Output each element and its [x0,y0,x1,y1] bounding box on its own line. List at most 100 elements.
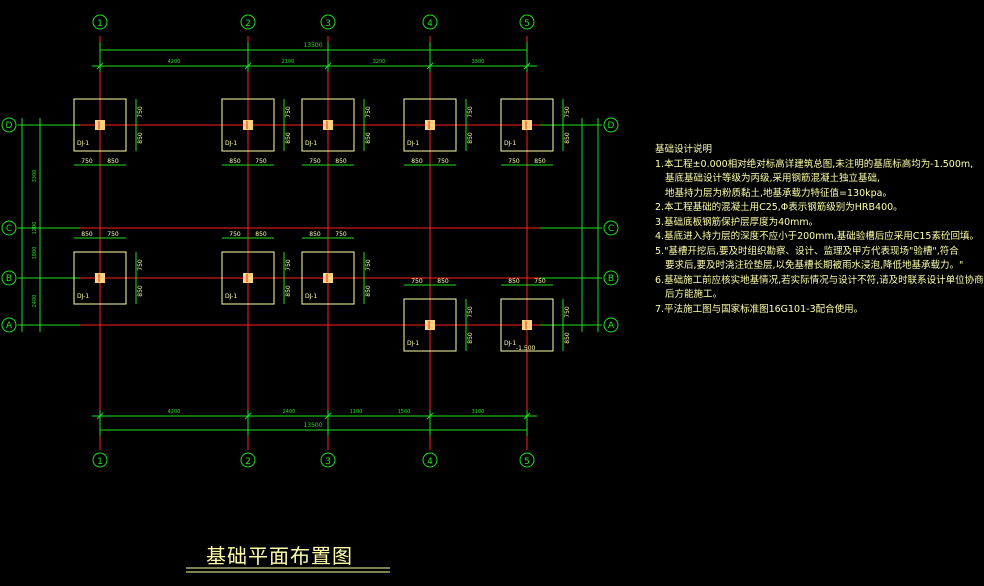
note-line: 地基持力层为粉质黏土,地基承载力特征值=130kpa。 [665,187,892,199]
column-section [243,120,253,130]
dimension-text: 1800 [32,247,38,260]
axis-bubble-label: D [608,121,615,131]
footing-dimension-text: 750 [229,231,241,238]
dimension-text: 3200 [373,59,386,65]
axis-bubble [422,14,438,30]
dimension-text: 2100 [282,59,295,65]
axis-bubble [1,270,17,286]
footing-dimension-text: 850 [335,158,347,165]
footing-dimension-text: 850 [81,231,93,238]
footing-label: DJ-1 [77,140,89,147]
footing-dimension-text: 850 [137,132,144,144]
column-section [425,120,435,130]
dimension-tick [324,412,332,420]
axis-bubble-label: 5 [524,19,530,29]
axis-bubble-label: B [608,274,614,284]
footing-dimension-text: 750 [255,158,267,165]
footing-outline [301,98,355,152]
axis-bubble [320,14,336,30]
dimension-text: 1200 [32,222,38,235]
dimension-tick [426,62,434,70]
note-line: 要求后,要及时浇注砼垫层,以免基槽长期被雨水浸泡,降低地基承载力。" [665,260,964,271]
footing-outline [500,298,554,352]
dimension-tick [324,62,332,70]
axis-bubble [92,452,108,468]
axis-bubble [519,452,535,468]
column-section [323,120,333,130]
axis-bubble [1,220,17,236]
footing-dimension-text: 850 [137,285,144,297]
dimension-text: 1100 [350,409,363,415]
axis-bubble-label: 2 [245,457,251,467]
footing-dimension-text: 850 [107,158,119,165]
axis-bubble-label: 4 [427,19,433,29]
footing-dimension-text: 850 [437,278,449,285]
axis-bubble [519,14,535,30]
footing-dimension-text: 750 [564,106,571,118]
footing-label: DJ-1 [504,340,516,347]
axis-bubble-label: 2 [245,19,251,29]
footing-outline [221,98,275,152]
plan-title: 基础平面布置图 [206,544,353,568]
footing-dimension-text: 850 [467,132,474,144]
footing-dimension-text: 750 [411,278,423,285]
footing-dimension-text: 850 [564,332,571,344]
dimension-tick [523,412,531,420]
axis-bubble [422,452,438,468]
footing-dimension-text: 750 [81,158,93,165]
footing-outline [301,251,355,305]
axis-bubble [603,270,619,286]
footing-dimension-text: 750 [508,158,520,165]
axis-bubble [320,452,336,468]
axis-bubble-label: C [608,224,614,234]
column-section [243,273,253,283]
footing-label: DJ-1 [305,293,317,300]
footing-dimension-text: 850 [467,332,474,344]
axis-bubble-label: C [6,224,12,234]
dimension-tick [96,412,104,420]
axis-bubble [603,317,619,333]
footing-label: DJ-1 [407,140,419,147]
footing-dimension-text: 750 [534,278,546,285]
note-line: 3.基础底板钢筋保护层厚度为40mm。 [655,216,819,228]
axis-bubble-label: 3 [325,457,331,467]
axis-bubble [1,117,17,133]
axis-bubble [240,452,256,468]
notes-heading: 基础设计说明 [655,144,713,155]
axis-bubble-label: 5 [524,457,530,467]
axis-bubble [240,14,256,30]
dimension-tick [244,412,252,420]
axis-bubble [92,14,108,30]
footing-dimension-text: 850 [309,231,321,238]
footing-dimension-text: 850 [285,285,292,297]
dimension-text: 4200 [168,59,181,65]
dimension-text: 13500 [303,42,322,49]
note-line: 基底基础设计等级为丙级,采用钢筋混凝土独立基础, [665,173,881,184]
footing-label: DJ-1 [225,293,237,300]
footing-outline [403,298,457,352]
footing-dimension-text: 750 [467,106,474,118]
dimension-tick [426,412,434,420]
footing-dimension-text: 750 [107,231,119,238]
footing-outline [403,98,457,152]
footing-dimension-text: 850 [365,285,372,297]
note-line: 5."基槽开挖后,要及时组织勘察、设计、监理及甲方代表现场"验槽",符合 [655,245,959,257]
footing-dimension-text: 750 [137,259,144,271]
footing-dimension-text: 750 [285,106,292,118]
level-mark: -1.500 [516,345,536,352]
dimension-text: 4200 [168,409,181,415]
column-section [323,273,333,283]
footing-dimension-text: 850 [564,132,571,144]
note-line: 6.基础施工前应核实地基情况,若实际情况与设计不符,请及时联系设计单位协商 [655,274,984,286]
note-line: 后方能施工。 [665,289,723,300]
footing-dimension-text: 750 [467,306,474,318]
footing-label: DJ-1 [407,340,419,347]
axis-bubble [603,117,619,133]
axis-bubble-label: B [6,274,12,284]
column-section [522,120,532,130]
note-line: 1.本工程±0.000相对绝对标高详建筑总图,未注明的基底标高均为-1.500m… [655,158,974,170]
footing-outline [73,98,127,152]
note-line: 4.基底进入持力层的深度不应小于200mm,基础验槽后应采用C15素砼回填。 [655,231,979,242]
footing-dimension-text: 850 [534,158,546,165]
axis-bubble [1,317,17,333]
